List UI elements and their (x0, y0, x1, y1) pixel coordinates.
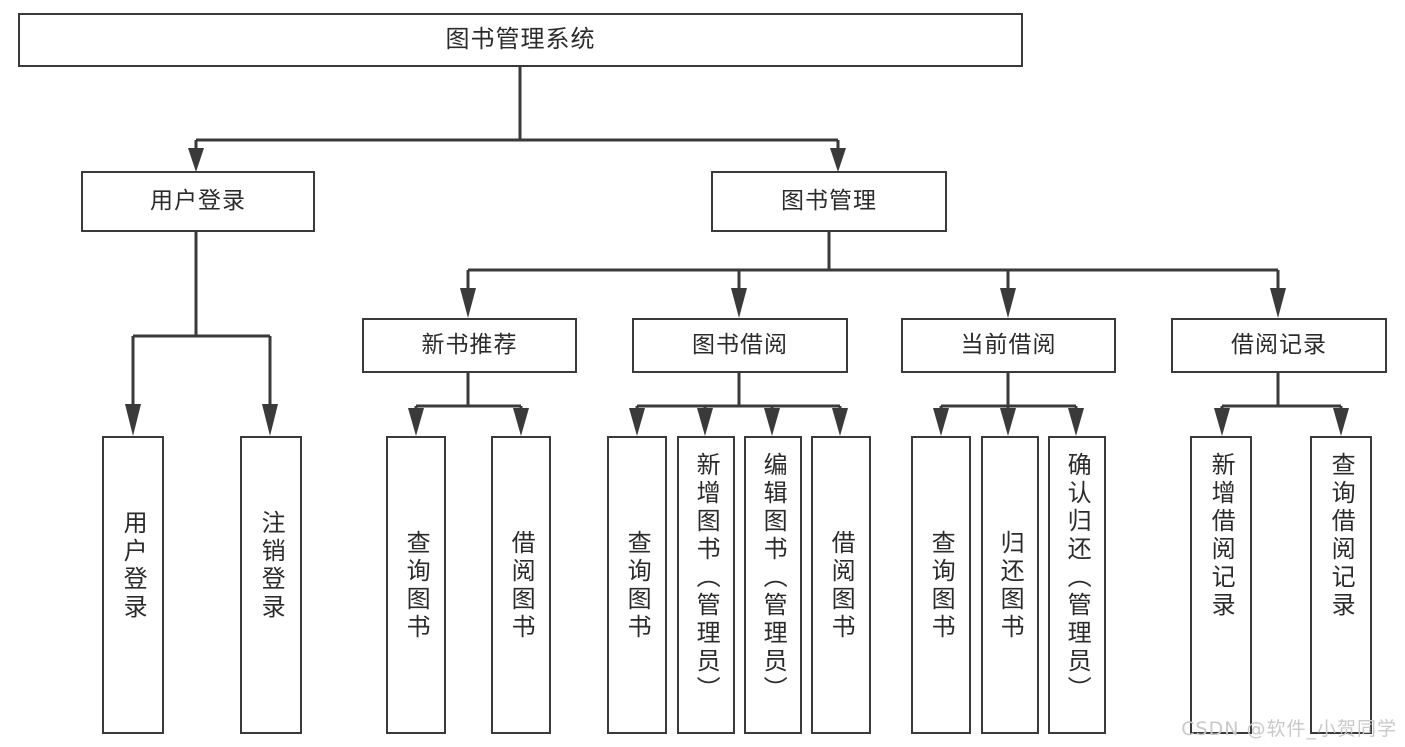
arrowhead-borrow-a (629, 408, 645, 436)
leaf-records-query-record[interactable]: 查询借阅记录 (1310, 436, 1372, 734)
leaf-current-return-book-label: 归还图书 (996, 530, 1025, 642)
leaf-user-login-logout-label: 注销登录 (257, 510, 286, 622)
leaf-current-query-book[interactable]: 查询图书 (911, 436, 971, 734)
node-current-borrow-label: 当前借阅 (960, 332, 1057, 359)
leaf-new-book-query[interactable]: 查询图书 (386, 436, 446, 734)
node-book-borrow[interactable]: 图书借阅 (632, 318, 848, 373)
leaf-current-query-book-label: 查询图书 (927, 530, 956, 642)
node-user-login[interactable]: 用户登录 (81, 171, 315, 232)
arrowhead-records-a (1214, 408, 1230, 436)
arrowhead-login-a (125, 404, 141, 436)
node-new-book-recommend-label: 新书推荐 (421, 332, 518, 359)
leaf-user-login-login-label: 用户登录 (119, 510, 148, 622)
leaf-borrow-query-book-label: 查询图书 (623, 530, 652, 642)
leaf-new-book-borrow-label: 借阅图书 (507, 530, 536, 642)
node-book-management-label: 图书管理 (781, 188, 877, 215)
arrowhead-records-b (1333, 408, 1349, 436)
leaf-records-add-record[interactable]: 新增借阅记录 (1190, 436, 1252, 734)
arrowhead-current-b (1000, 408, 1016, 436)
leaf-new-book-query-label: 查询图书 (402, 530, 431, 642)
leaf-user-login-login[interactable]: 用户登录 (102, 436, 164, 734)
arrowhead-borrow-c (764, 408, 780, 436)
leaf-user-login-logout[interactable]: 注销登录 (240, 436, 302, 734)
node-current-borrow[interactable]: 当前借阅 (901, 318, 1116, 373)
arrowhead-current-a (933, 408, 949, 436)
arrowhead-newbook-b (513, 408, 529, 436)
arrowhead-userlogin (188, 148, 204, 172)
node-root-system[interactable]: 图书管理系统 (18, 13, 1023, 67)
arrowhead-borrow-d (832, 408, 848, 436)
arrowhead-records (1270, 288, 1286, 318)
leaf-borrow-borrow-book[interactable]: 借阅图书 (811, 436, 871, 734)
node-borrow-records-label: 借阅记录 (1231, 332, 1327, 359)
leaf-current-confirm-return[interactable]: 确认归还（管理员） (1048, 436, 1106, 734)
leaf-borrow-edit-book-label: 编辑图书（管理员） (759, 452, 788, 704)
leaf-borrow-add-book-label: 新增图书（管理员） (692, 452, 721, 704)
csdn-watermark: CSDN @软件_小贺同学 (1181, 718, 1397, 740)
node-book-management[interactable]: 图书管理 (711, 171, 947, 232)
leaf-current-confirm-return-label: 确认归还（管理员） (1063, 452, 1092, 704)
leaf-borrow-add-book[interactable]: 新增图书（管理员） (677, 436, 735, 734)
arrowhead-borrow-b (697, 408, 713, 436)
node-user-login-label: 用户登录 (150, 188, 246, 215)
leaf-current-return-book[interactable]: 归还图书 (981, 436, 1039, 734)
leaf-borrow-borrow-book-label: 借阅图书 (827, 530, 856, 642)
node-borrow-records[interactable]: 借阅记录 (1171, 318, 1387, 373)
arrowhead-newbook-a (408, 408, 424, 436)
leaf-borrow-edit-book[interactable]: 编辑图书（管理员） (744, 436, 802, 734)
node-root-system-label: 图书管理系统 (445, 25, 596, 54)
arrowhead-borrow (731, 288, 747, 318)
leaf-borrow-query-book[interactable]: 查询图书 (607, 436, 667, 734)
arrowhead-current-c (1068, 408, 1084, 436)
node-book-borrow-label: 图书借阅 (692, 332, 788, 359)
arrowhead-newbook (460, 288, 476, 318)
leaf-records-add-record-label: 新增借阅记录 (1207, 452, 1236, 620)
arrowhead-login-b (262, 404, 278, 436)
leaf-records-query-record-label: 查询借阅记录 (1327, 452, 1356, 620)
arrowhead-current (1000, 288, 1016, 318)
leaf-new-book-borrow[interactable]: 借阅图书 (491, 436, 551, 734)
arrowhead-bookmgmt (830, 148, 846, 172)
node-new-book-recommend[interactable]: 新书推荐 (362, 318, 577, 373)
